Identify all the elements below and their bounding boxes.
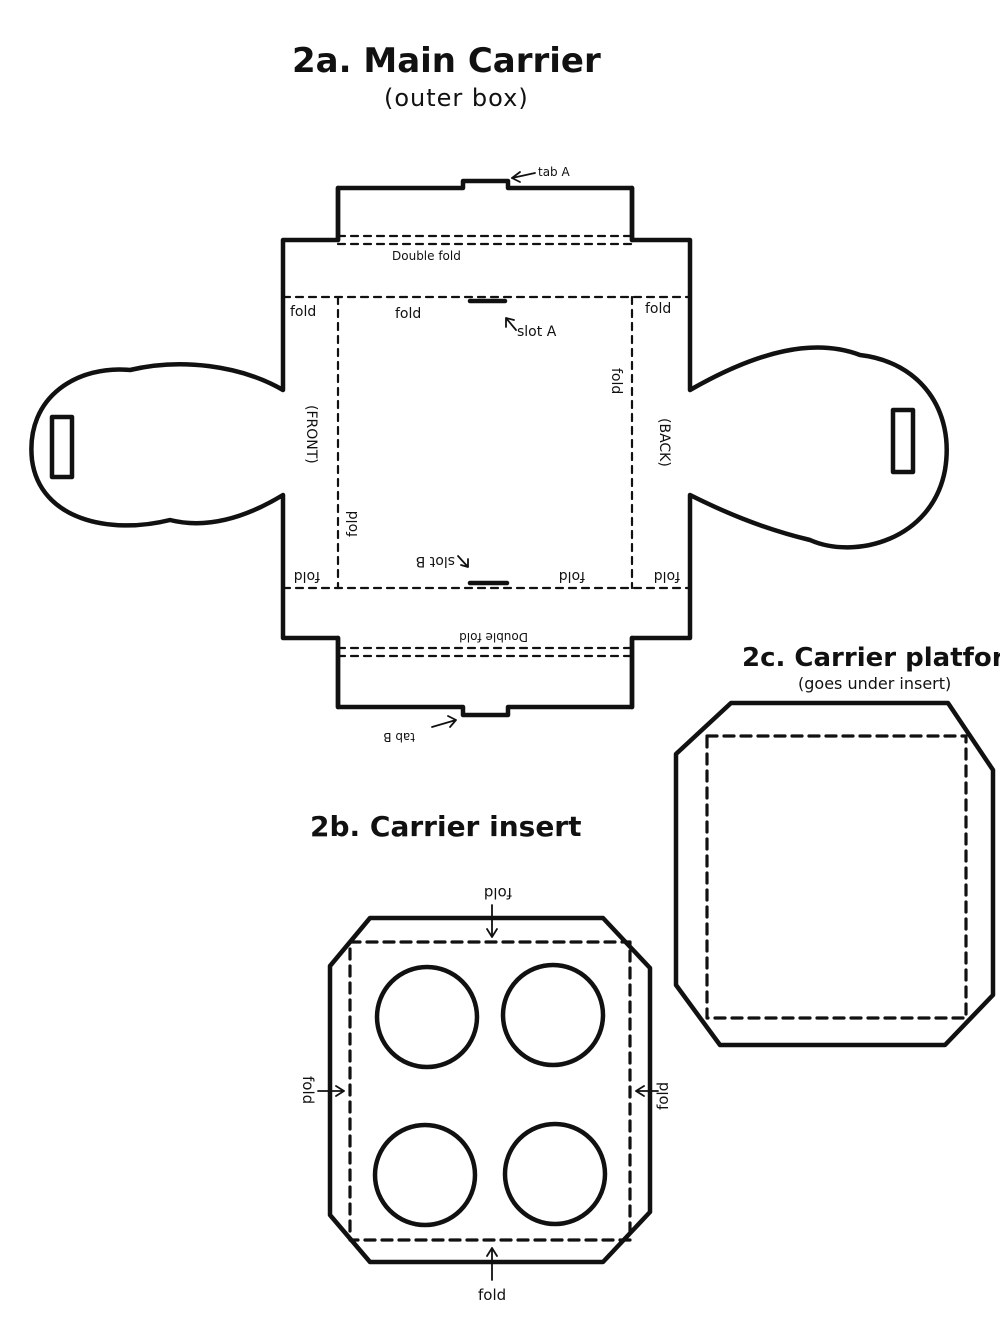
slot-a-arrow xyxy=(505,317,517,331)
fold-label: fold xyxy=(294,568,320,584)
slot-b-arrow xyxy=(457,555,469,568)
tab-a-arrowhead xyxy=(511,171,521,183)
cupcake-hole xyxy=(374,964,480,1070)
carrier-platform-title: 2c. Carrier platform xyxy=(742,643,1000,673)
carrier-platform-outline xyxy=(673,700,996,1048)
main-carrier-net: tab A tab B slot A slot B Double fold Do… xyxy=(29,165,949,744)
carrier-platform-fold-line xyxy=(705,734,968,1020)
fold-label: fold xyxy=(559,568,585,584)
fold-label: fold xyxy=(654,568,680,584)
front-label: (FRONT) xyxy=(303,405,319,464)
insert-fold-arrow-bottom xyxy=(486,1247,498,1281)
double-fold-label-bottom: Double fold xyxy=(459,630,528,644)
carrier-insert-outline xyxy=(327,915,653,1265)
tab-b-label: tab B xyxy=(383,730,415,744)
tab-a-label: tab A xyxy=(538,165,570,179)
carrier-insert-title: 2b. Carrier insert xyxy=(310,810,582,843)
back-label: (BACK) xyxy=(656,418,672,467)
cupcake-hole xyxy=(372,1122,478,1228)
insert-fold-label-right: fold xyxy=(654,1082,672,1110)
main-carrier-subtitle: (outer box) xyxy=(384,84,529,112)
fold-label: fold xyxy=(345,511,361,537)
carrier-insert: fold fold fold fold xyxy=(299,884,672,1304)
fold-label: fold xyxy=(290,304,316,320)
slot-b-label: slot B xyxy=(416,553,455,569)
cupcake-hole xyxy=(500,962,606,1068)
tab-b-arrow xyxy=(431,715,457,728)
slot-a-label: slot A xyxy=(517,324,557,340)
tab-a-arrow xyxy=(511,172,536,179)
insert-fold-arrow-top xyxy=(486,904,498,938)
insert-fold-label-top: fold xyxy=(484,884,512,902)
insert-fold-label-left: fold xyxy=(299,1076,317,1104)
insert-fold-arrow-left xyxy=(317,1085,345,1097)
fold-label: fold xyxy=(395,306,421,322)
insert-fold-label-bottom: fold xyxy=(478,1286,506,1304)
insert-fold-arrow-right xyxy=(635,1085,659,1097)
fold-label: fold xyxy=(608,368,624,394)
main-carrier-title: 2a. Main Carrier xyxy=(292,41,601,81)
left-handle-slot xyxy=(49,414,75,480)
cupcake-hole xyxy=(502,1121,608,1227)
carrier-platform-subtitle: (goes under insert) xyxy=(798,674,951,693)
right-handle-slot xyxy=(890,407,916,475)
double-fold-label-top: Double fold xyxy=(392,249,461,263)
fold-label: fold xyxy=(645,301,671,317)
carrier-insert-fold-line xyxy=(348,940,632,1242)
carrier-platform xyxy=(673,700,996,1048)
